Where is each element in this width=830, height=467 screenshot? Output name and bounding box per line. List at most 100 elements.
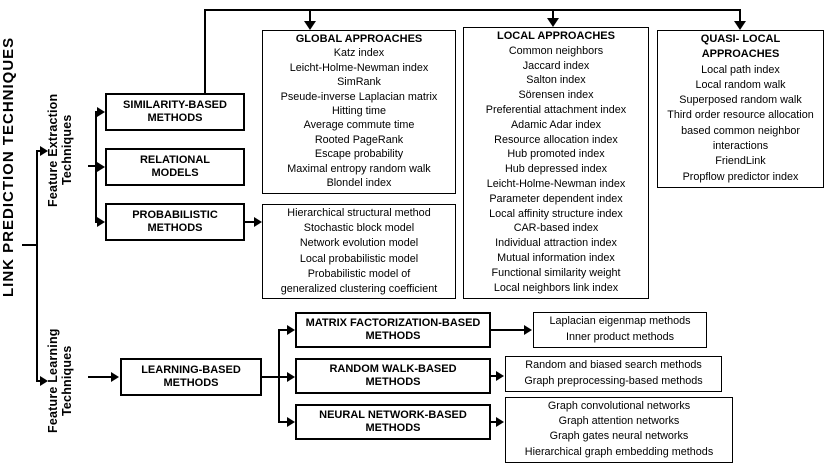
connector-line (36, 380, 41, 382)
branch-learning-label: Feature Learning Techniques (46, 328, 74, 434)
list-item: Probabilistic model of (307, 267, 411, 280)
connector-line (88, 376, 112, 378)
connector-line (262, 376, 280, 378)
list-item: Sörensen index (518, 89, 594, 102)
connector-arrowhead (547, 18, 559, 27)
list-item: Pseude-inverse Laplacian matrix (280, 90, 438, 103)
branch-extraction-label: Feature Extraction Techniques (46, 93, 74, 207)
connector-line (36, 150, 38, 382)
list-item: interactions (712, 140, 769, 153)
list-item: Graph gates neural networks (549, 430, 689, 443)
list-item: SimRank (337, 76, 381, 89)
list-item: Jaccard index (522, 59, 590, 72)
connector-arrowhead (524, 325, 532, 335)
list-item: Parameter dependent index (489, 192, 623, 205)
connector-line (491, 329, 525, 331)
connector-arrowhead (97, 217, 105, 227)
connector-arrowhead (97, 107, 105, 117)
connector-line (95, 221, 98, 223)
connector-line (491, 421, 497, 423)
connector-line (204, 9, 206, 93)
connector-arrowhead (40, 146, 48, 156)
connector-line (88, 165, 97, 167)
list-item: Individual attraction index (495, 237, 617, 250)
connector-line (739, 9, 741, 22)
neural-network-methods-label: NEURAL NETWORK-BASED METHODS (319, 408, 467, 435)
matrix-factorization-methods-label: MATRIX FACTORIZATION-BASED METHODS (305, 316, 481, 343)
list-item: Superposed random walk (679, 94, 802, 107)
list-item: Graph convolutional networks (547, 400, 691, 412)
list-item: based common neighbor (681, 124, 800, 137)
probabilistic-methods-label: PROBABILISTIC METHODS (132, 208, 218, 235)
list-item: Local affinity structure index (489, 207, 623, 220)
connector-arrowhead (111, 372, 119, 382)
similarity-based-methods-label: SIMILARITY-BASED METHODS (123, 98, 227, 125)
connector-arrowhead (496, 417, 504, 427)
global-approaches-title: GLOBAL APPROACHES (295, 33, 423, 45)
relational-models-label: RELATIONAL MODELS (139, 153, 211, 180)
list-item: Functional similarity weight (491, 266, 621, 279)
list-item: Hub promoted index (507, 148, 605, 161)
connector-line (491, 375, 497, 377)
list-item: Local neighbors link index (493, 281, 619, 294)
box-quasi-local-approaches: QUASI- LOCAL APPROACHES Local path index… (657, 30, 824, 188)
list-item: Escape probability (314, 148, 404, 161)
connector-line (309, 9, 311, 22)
connector-arrowhead (496, 371, 504, 381)
box-relational-models: RELATIONAL MODELS (105, 148, 245, 186)
connector-arrowhead (287, 372, 295, 382)
list-item: Third order resource allocation (667, 109, 814, 122)
box-probabilistic-methods: PROBABILISTIC METHODS (105, 203, 245, 241)
list-item: Preferential attachment index (485, 103, 627, 116)
box-random-walk-methods: RANDOM WALK-BASED METHODS (295, 358, 491, 394)
box-similarity-based-methods: SIMILARITY-BASED METHODS (105, 93, 245, 131)
list-item: Propflow predictor index (682, 170, 799, 183)
list-item: Rooted PageRank (314, 133, 404, 146)
box-matrix-factorization-methods: MATRIX FACTORIZATION-BASED METHODS (295, 312, 491, 348)
list-item: Katz index (333, 47, 385, 60)
connector-arrowhead (304, 21, 316, 30)
connector-line (278, 421, 288, 423)
list-item: Blondel index (326, 177, 392, 190)
random-walk-methods-label: RANDOM WALK-BASED METHODS (329, 362, 457, 389)
list-item: Local path index (701, 63, 780, 76)
connector-line (204, 9, 741, 11)
connector-line (95, 111, 98, 113)
list-item: FriendLink (715, 155, 766, 168)
connector-arrowhead (287, 325, 295, 335)
connector-arrowhead (40, 376, 48, 386)
list-item: Random and biased search methods (525, 359, 702, 371)
connector-arrowhead (97, 162, 105, 172)
list-item: Hub depressed index (504, 163, 608, 176)
list-item: Network evolution model (299, 237, 419, 250)
local-approaches-title: LOCAL APPROACHES (497, 30, 615, 42)
list-item: Local random walk (695, 78, 786, 91)
connector-arrowhead (734, 21, 746, 30)
list-item: Hierarchical graph embedding methods (524, 445, 714, 458)
list-item: Local probabilistic model (299, 252, 419, 265)
connector-arrowhead (287, 417, 295, 427)
root-label: LINK PREDICTION TECHNIQUES (0, 36, 17, 298)
list-item: Graph attention networks (558, 415, 680, 428)
list-item: Graph preprocessing-based methods (524, 374, 703, 387)
quasi-local-approaches-title: QUASI- LOCAL APPROACHES (700, 33, 781, 61)
list-item: Mutual information index (497, 251, 615, 264)
connector-line (36, 150, 41, 152)
list-item: Stochastic block model (303, 222, 415, 235)
list-item: CAR-based index (513, 222, 599, 235)
connector-line (22, 244, 37, 246)
list-item: Salton index (526, 74, 586, 87)
connector-line (278, 329, 288, 331)
